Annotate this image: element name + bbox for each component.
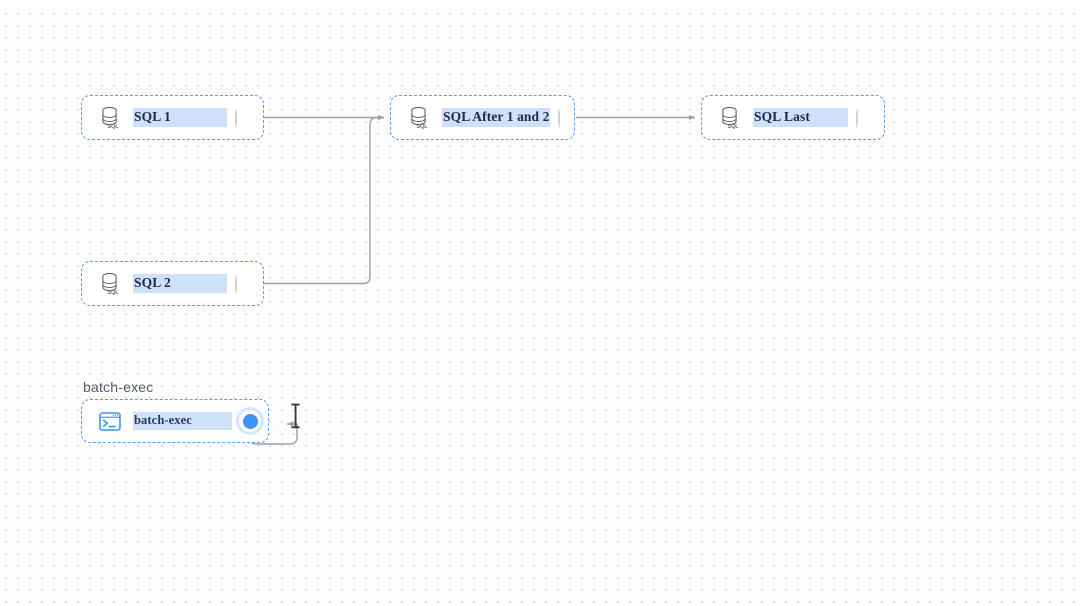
svg-text:SQL: SQL — [107, 290, 119, 295]
svg-text:SQL: SQL — [107, 124, 119, 129]
database-sql-icon: SQL — [407, 105, 431, 131]
node-label: SQL 1 — [133, 108, 227, 127]
connection-handle-dot[interactable] — [239, 410, 261, 432]
node-label: SQL 2 — [133, 274, 227, 293]
node-sql-last[interactable]: SQL SQL Last — [701, 95, 885, 140]
database-sql-icon: SQL — [98, 105, 122, 131]
database-sql-icon: SQL — [718, 105, 742, 131]
node-label: batch-exec — [133, 412, 232, 430]
terminal-icon — [98, 408, 122, 434]
node-label: SQL After 1 and 2 — [442, 108, 551, 127]
node-batch-exec[interactable]: batch-exec — [81, 399, 269, 443]
node-sql-1[interactable]: SQL SQL 1 — [81, 95, 264, 140]
svg-text:SQL: SQL — [416, 124, 428, 129]
group-label-batch-exec: batch-exec — [83, 379, 154, 395]
status-circle-icon[interactable] — [235, 274, 251, 294]
status-circle-icon[interactable] — [856, 108, 872, 128]
database-sql-icon: SQL — [98, 271, 122, 297]
node-sql-2[interactable]: SQL SQL 2 — [81, 261, 264, 306]
svg-text:SQL: SQL — [727, 124, 739, 129]
node-sql-after-1-and-2[interactable]: SQL SQL After 1 and 2 — [390, 95, 575, 140]
node-label: SQL Last — [753, 108, 848, 127]
status-circle-icon[interactable] — [558, 108, 574, 128]
status-circle-icon[interactable] — [235, 108, 251, 128]
